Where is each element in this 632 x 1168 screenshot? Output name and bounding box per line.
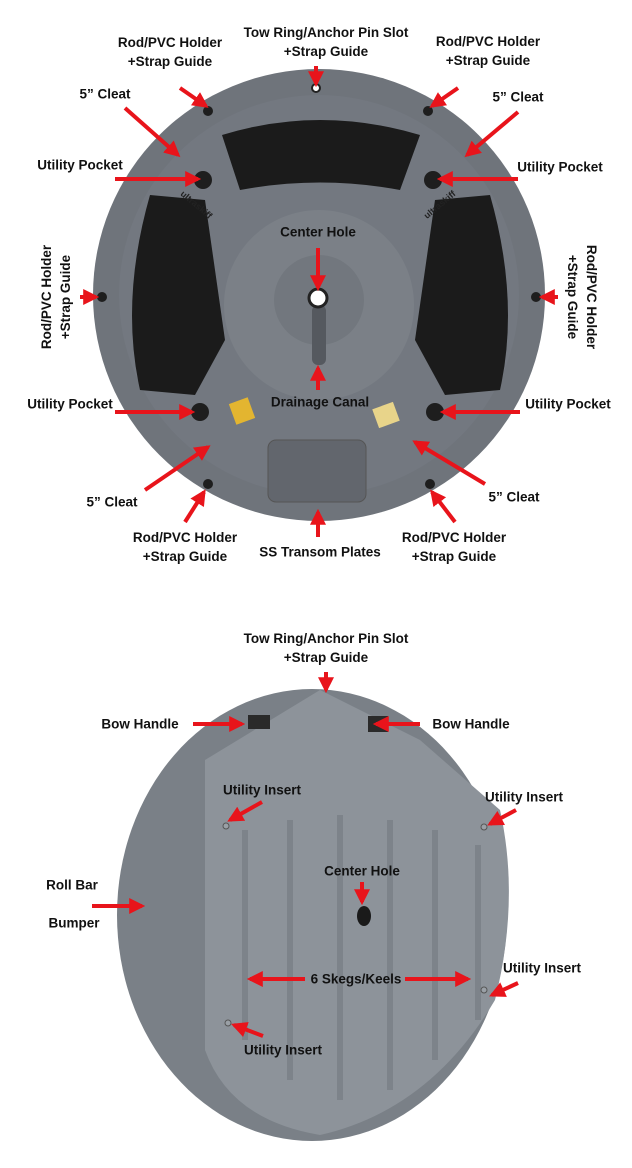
tow-ring-slot [311,83,321,93]
label-drainage-canal: Drainage Canal [270,394,370,410]
label-utility-insert-top-left: Utility Insert [222,782,302,798]
label-line: +Strap Guide [127,54,213,69]
label-bow-handle-left: Bow Handle [101,716,179,732]
label-line: Tow Ring/Anchor Pin Slot [243,25,409,40]
label-skegs: 6 Skegs/Keels [310,971,402,987]
label-rod-holder-left: Rod/PVC Holder +Strap Guide [37,245,75,349]
transom-well [267,439,367,503]
center-hole [307,287,329,309]
label-cleat-top-right: 5” Cleat [492,89,544,105]
label-line: +Strap Guide [411,549,497,564]
label-utility-pocket-bottom-left: Utility Pocket [27,396,113,412]
label-cleat-top-left: 5” Cleat [79,86,131,102]
bottom-view-boat [117,689,509,1141]
label-line: Tow Ring/Anchor Pin Slot [243,631,409,646]
callout-arrows [80,66,558,1038]
label-line: +Strap Guide [565,254,580,340]
label-utility-pocket-bottom-right: Utility Pocket [525,396,611,412]
label-utility-pocket-top-right: Utility Pocket [517,159,603,175]
label-cleat-bottom-right: 5” Cleat [488,489,540,505]
label-line: Rod/PVC Holder [401,530,507,545]
label-line: Rod/PVC Holder [39,244,54,350]
label-cleat-bottom-left: 5” Cleat [86,494,138,510]
label-utility-insert-bottom-left: Utility Insert [243,1042,323,1058]
label-tow-ring-top: Tow Ring/Anchor Pin Slot +Strap Guide [244,23,409,61]
label-line: +Strap Guide [142,549,228,564]
label-line: +Strap Guide [445,53,531,68]
label-line: Rod/PVC Holder [132,530,238,545]
top-view-boat [93,69,545,521]
label-line: Rod/PVC Holder [435,34,541,49]
warning-sticker [228,397,256,425]
label-utility-insert-bottom-right: Utility Insert [502,960,582,976]
label-rod-holder-bottom-left: Rod/PVC Holder +Strap Guide [133,528,237,566]
label-tow-ring-bottom: Tow Ring/Anchor Pin Slot +Strap Guide [244,629,409,667]
drainage-canal [312,305,326,365]
label-bumper: Bumper [48,915,100,931]
label-center-hole-bottom: Center Hole [324,863,400,879]
label-line: +Strap Guide [283,650,369,665]
storage-panel-left [132,195,225,395]
storage-panel-right [415,195,508,395]
label-utility-insert-top-right: Utility Insert [484,789,564,805]
label-utility-pocket-top-left: Utility Pocket [37,157,123,173]
label-rod-holder-top-right: Rod/PVC Holder +Strap Guide [436,32,540,70]
label-roll-bar: Roll Bar [46,877,98,893]
bow-handle-left [248,715,270,729]
label-line: +Strap Guide [58,254,73,340]
center-hole-bottom [357,906,371,926]
label-bow-handle-right: Bow Handle [432,716,510,732]
label-line: Rod/PVC Holder [117,35,223,50]
label-rod-holder-bottom-right: Rod/PVC Holder +Strap Guide [402,528,506,566]
info-sticker [372,401,400,429]
label-line: +Strap Guide [283,44,369,59]
storage-panel-top [222,120,420,190]
label-rod-holder-top-left: Rod/PVC Holder +Strap Guide [118,33,222,71]
hull-bottom-face [205,690,509,1135]
label-line: Rod/PVC Holder [584,244,599,350]
label-center-hole-top: Center Hole [280,224,356,240]
label-transom-plates: SS Transom Plates [259,544,381,560]
label-rod-holder-right: Rod/PVC Holder +Strap Guide [563,245,601,349]
